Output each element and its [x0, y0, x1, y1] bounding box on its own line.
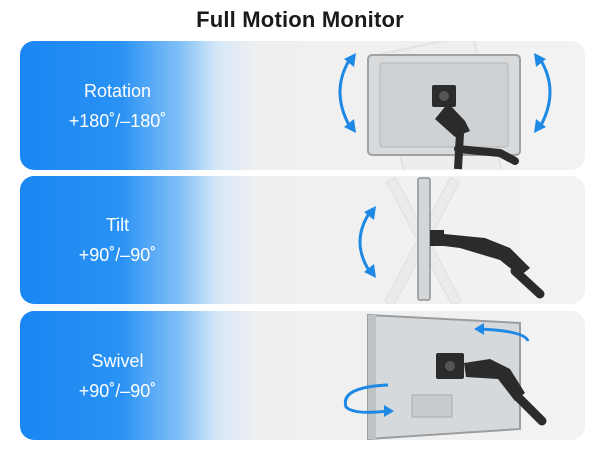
page-title: Full Motion Monitor [196, 7, 404, 32]
swivel-panel: Swivel +90˚/–90˚ [20, 311, 585, 440]
tilt-label-block: Tilt +90˚/–90˚ [20, 176, 215, 304]
monitor-tilt-illustration [310, 176, 585, 304]
swivel-label-block: Swivel +90˚/–90˚ [20, 311, 215, 440]
tilt-panel: Tilt +90˚/–90˚ [20, 176, 585, 304]
rotation-name: Rotation [83, 80, 152, 101]
monitor-swivel-illustration [310, 311, 585, 440]
tilt-range: +90˚/–90˚ [78, 245, 157, 265]
rotation-panel: Rotation +180˚/–180˚ [20, 41, 585, 170]
swivel-name: Swivel [91, 350, 144, 371]
swivel-range: +90˚/–90˚ [78, 380, 157, 401]
rotation-range: +180˚/–180˚ [68, 110, 167, 131]
tilt-name: Tilt [105, 215, 130, 235]
monitor-rotation-illustration [310, 41, 585, 170]
rotation-label-block: Rotation +180˚/–180˚ [20, 41, 215, 170]
